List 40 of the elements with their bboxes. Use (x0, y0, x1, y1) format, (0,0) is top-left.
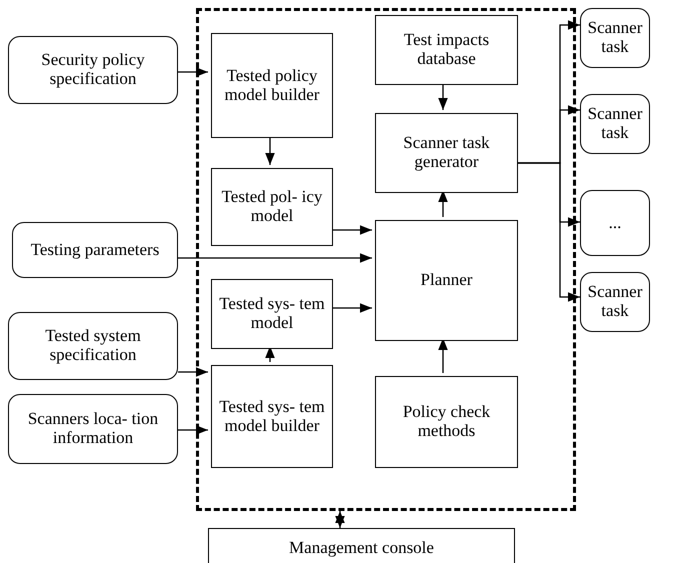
arrow (178, 67, 208, 77)
box-label: Security policy specification (40, 51, 146, 89)
box-label: Scanner task (586, 283, 644, 321)
box-label: Scanner task (586, 19, 644, 57)
box-label: Management console (288, 538, 435, 558)
process-box (211, 365, 333, 468)
process-box (211, 168, 333, 246)
box-label: Tested pol- icy model (220, 188, 324, 226)
box-label: Scanners loca- tion information (26, 410, 160, 448)
process-box (211, 33, 333, 138)
dashed-boundary (196, 8, 576, 511)
input-box (12, 222, 178, 278)
arrow (178, 367, 208, 377)
box-label: Tested sys- tem model builder (218, 398, 326, 436)
console-box (208, 528, 515, 563)
input-box (8, 36, 178, 104)
output-box (580, 94, 650, 154)
process-box (375, 376, 518, 468)
arrow (178, 425, 208, 435)
output-box (580, 272, 650, 332)
input-box (8, 312, 178, 380)
box-label: Testing parameters (30, 240, 160, 260)
process-box (375, 15, 518, 85)
box-label: ... (608, 214, 622, 232)
box-label: Planner (420, 271, 474, 290)
arrow (178, 253, 372, 263)
arrow (335, 511, 345, 528)
box-label: Tested policy model builder (224, 66, 320, 104)
box-label: Tested system specification (44, 327, 142, 365)
process-box (211, 279, 333, 349)
box-label: Policy check methods (402, 403, 492, 441)
box-label: Scanner task generator (402, 134, 491, 172)
output-box (580, 8, 650, 68)
box-label: Tested sys- tem model (218, 295, 326, 333)
process-box (375, 113, 518, 193)
input-box (8, 394, 178, 464)
output-box (580, 190, 650, 256)
box-label: Scanner task (586, 105, 644, 143)
box-label: Test impacts database (402, 31, 490, 69)
process-box (375, 220, 518, 341)
